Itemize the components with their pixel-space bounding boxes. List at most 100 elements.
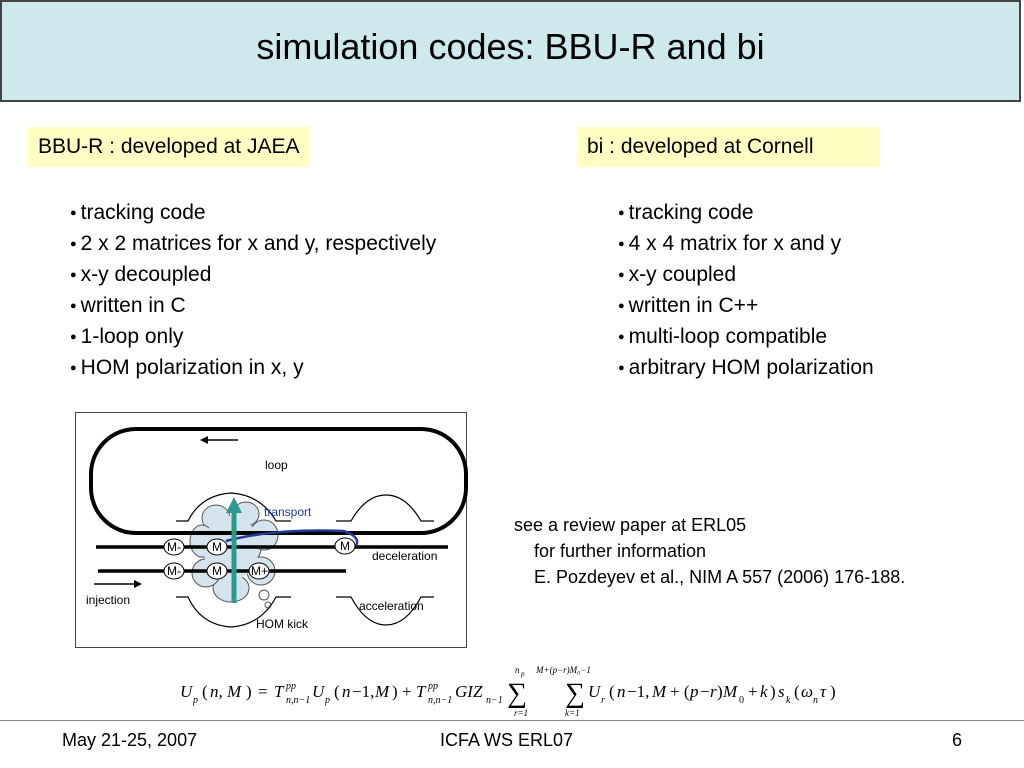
bbu-r-header: BBU-R : developed at JAEA — [28, 127, 310, 167]
svg-text:r=1: r=1 — [514, 708, 528, 718]
bbu-r-feature-list: tracking code 2 x 2 matrices for x and y… — [70, 197, 437, 383]
m-minus-lower-label: M- — [167, 564, 181, 578]
svg-text:s: s — [778, 682, 785, 701]
svg-text:n,n−1: n,n−1 — [286, 695, 310, 706]
bi-feature-list: tracking code 4 x 4 matrix for x and y x… — [618, 197, 874, 383]
review-line-3: E. Pozdeyev et al., NIM A 557 (2006) 176… — [534, 567, 906, 587]
m-upper-label: M — [212, 540, 222, 554]
svg-text:M: M — [722, 682, 738, 701]
hom-kick-arrowhead — [226, 497, 242, 513]
recursion-formula: U p ( n, M ) = T pp n,n−1 U p ( n −1, M … — [180, 660, 860, 722]
list-item: written in C — [70, 290, 436, 321]
node-m-minus-lower — [163, 562, 185, 580]
svg-text:U: U — [588, 682, 602, 701]
loop-schematic — [89, 427, 468, 628]
svg-text:k=1: k=1 — [565, 708, 580, 718]
svg-text:p: p — [520, 670, 525, 678]
svg-text:pp: pp — [427, 681, 438, 692]
svg-text:(: ( — [609, 682, 615, 701]
svg-text:n: n — [813, 695, 818, 706]
m-lower-label: M — [212, 564, 222, 578]
svg-text:T: T — [274, 682, 285, 701]
svg-text:T: T — [416, 682, 427, 701]
svg-text:p: p — [192, 695, 198, 706]
node-m-lower — [206, 562, 228, 580]
list-item: tracking code — [70, 197, 436, 228]
node-m-minus-upper — [163, 538, 185, 556]
svg-text:n: n — [515, 665, 520, 675]
footer-page-number: 6 — [952, 730, 963, 750]
svg-text:p: p — [689, 682, 699, 701]
erl-loop-diagram: loop transport deceleration acceleration… — [75, 412, 468, 648]
svg-text:M: M — [374, 682, 390, 701]
m-plus-label: M+ — [251, 564, 269, 578]
svg-text:pp: pp — [285, 681, 296, 692]
svg-text:U: U — [180, 682, 194, 701]
svg-text:n−1: n−1 — [486, 695, 503, 706]
svg-text:): ) — [770, 682, 776, 701]
svg-text:(: ( — [334, 682, 340, 701]
list-item: multi-loop compatible — [618, 321, 874, 352]
svg-text:U: U — [312, 682, 326, 701]
svg-text:−: − — [700, 682, 710, 701]
list-item: arbitrary HOM polarization — [618, 352, 874, 383]
acceleration-label: acceleration — [359, 599, 424, 613]
list-item: 1-loop only — [70, 321, 436, 352]
svg-text:GIZ: GIZ — [455, 682, 483, 701]
svg-text:): ) — [830, 682, 836, 701]
node-m-right — [334, 537, 356, 555]
cavity-outlines — [176, 492, 434, 628]
footer-divider — [0, 720, 1024, 721]
svg-text:(: ( — [794, 682, 800, 701]
loop-label: loop — [265, 458, 288, 472]
svg-text:(: ( — [202, 682, 208, 701]
node-m-plus — [248, 562, 270, 580]
svg-text:): ) — [392, 682, 398, 701]
review-line-1: see a review paper at ERL05 — [514, 515, 747, 535]
svg-text:n: n — [342, 682, 351, 701]
list-item: x-y decoupled — [70, 259, 436, 290]
svg-text:∑: ∑ — [507, 678, 527, 709]
m-right-label: M — [340, 539, 350, 553]
svg-text:): ) — [246, 682, 252, 701]
node-m-upper — [206, 538, 228, 556]
svg-text:M: M — [651, 682, 667, 701]
list-item: x-y coupled — [618, 259, 874, 290]
svg-text:+: + — [748, 682, 758, 701]
transport-label: transport — [264, 505, 312, 519]
m-minus-upper-label: M- — [167, 540, 181, 554]
bi-header: bi : developed at Cornell — [577, 127, 880, 167]
footer-date: May 21-25, 2007 — [62, 730, 198, 750]
svg-text:r: r — [710, 682, 717, 701]
svg-text:0: 0 — [739, 695, 744, 706]
injection-label: injection — [86, 593, 131, 607]
transport-arc — [225, 529, 359, 547]
svg-text:=: = — [258, 682, 268, 701]
list-item: 4 x 4 matrix for x and y — [618, 228, 874, 259]
svg-text:+ (: + ( — [670, 682, 690, 701]
deceleration-label: deceleration — [372, 549, 438, 563]
list-item: written in C++ — [618, 290, 874, 321]
svg-text:M+(p−r)M₀−1: M+(p−r)M₀−1 — [535, 665, 591, 675]
svg-text:r: r — [601, 695, 605, 706]
svg-text:n, M: n, M — [210, 682, 242, 701]
svg-text:k: k — [786, 695, 791, 706]
svg-text:τ: τ — [820, 682, 827, 701]
footer-event: ICFA WS ERL07 — [440, 730, 574, 750]
svg-text:−1,: −1, — [352, 682, 374, 701]
svg-text:+: + — [402, 682, 412, 701]
list-item: 2 x 2 matrices for x and y, respectively — [70, 228, 437, 259]
svg-text:n,n−1: n,n−1 — [428, 695, 452, 706]
review-line-2: for further information — [534, 541, 707, 561]
formula-graphic: U p ( n, M ) = T pp n,n−1 U p ( n −1, M … — [180, 665, 836, 718]
svg-text:p: p — [324, 695, 330, 706]
svg-text:∑: ∑ — [565, 678, 585, 709]
slide-title: simulation codes: BBU-R and bi — [256, 26, 765, 67]
hom-kick-label: HOM kick — [256, 617, 308, 631]
list-item: tracking code — [618, 197, 874, 228]
svg-text:ω: ω — [801, 682, 813, 701]
svg-text:n: n — [617, 682, 626, 701]
list-item: HOM polarization in x, y — [70, 352, 436, 383]
svg-text:k: k — [760, 682, 768, 701]
review-reference: see a review paper at ERL05 for further … — [514, 512, 905, 590]
